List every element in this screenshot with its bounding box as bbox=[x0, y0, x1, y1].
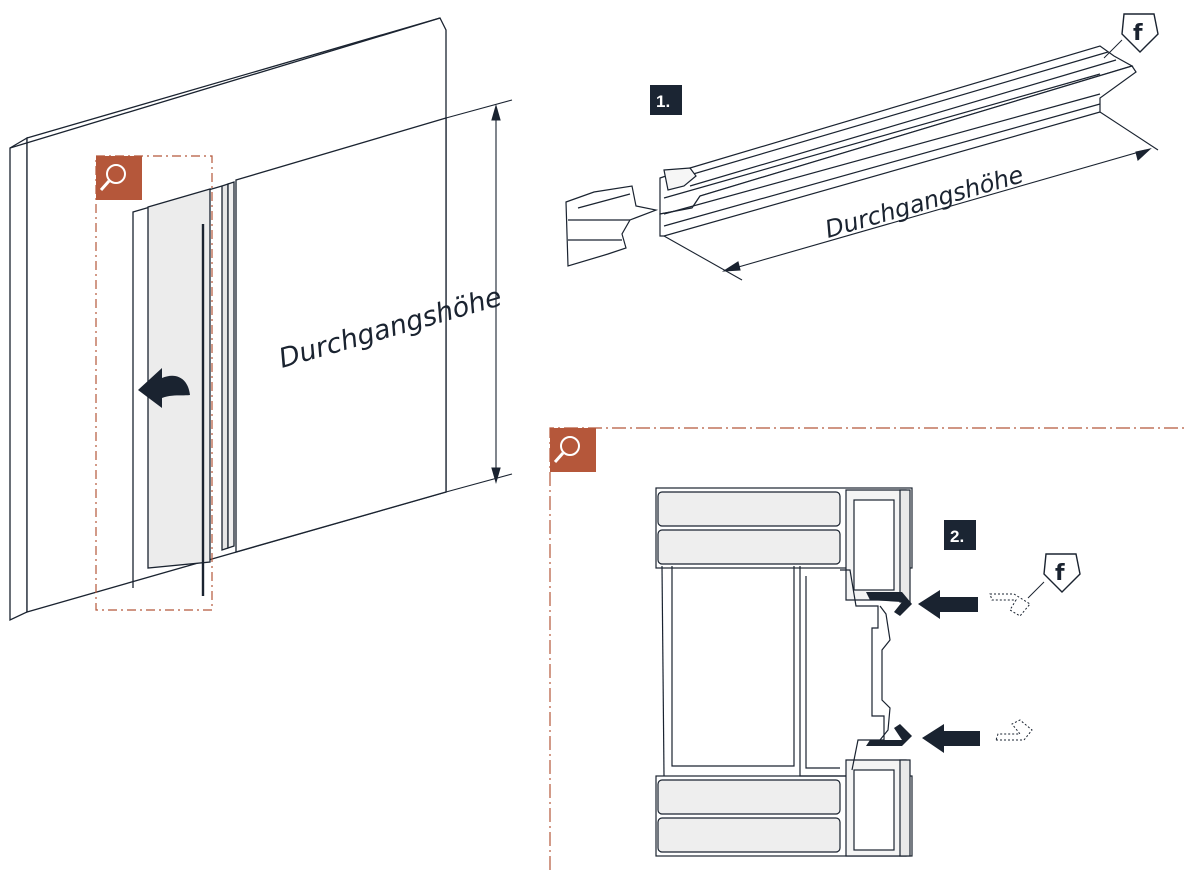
curved-arrow-icon bbox=[138, 368, 190, 408]
step-1-badge: 1. bbox=[650, 85, 682, 115]
marker-f-detail: f bbox=[1027, 553, 1081, 599]
seal-profile-drawing bbox=[565, 45, 1137, 267]
marker-f-detail-label: f bbox=[1055, 561, 1065, 586]
step-2-badge: 2. bbox=[944, 520, 976, 550]
wall-board-side bbox=[9, 136, 28, 622]
seal-profiles bbox=[866, 592, 912, 746]
step-2-label: 2. bbox=[950, 527, 964, 546]
magnifier-icon bbox=[550, 428, 596, 472]
marker-f-top-label: f bbox=[1133, 21, 1143, 46]
dimension-length-right bbox=[663, 111, 1159, 281]
marker-f-top: f bbox=[1103, 13, 1159, 59]
step-1-label: 1. bbox=[656, 92, 670, 111]
door-section-detail bbox=[655, 487, 913, 857]
magnifier-icon bbox=[96, 156, 142, 200]
loose-seal-outlines bbox=[989, 593, 1033, 741]
push-arrow-icon bbox=[922, 724, 980, 753]
push-arrow-icon bbox=[918, 590, 978, 619]
dimension-height-left bbox=[445, 99, 513, 493]
zoom-frame-left bbox=[95, 155, 213, 611]
